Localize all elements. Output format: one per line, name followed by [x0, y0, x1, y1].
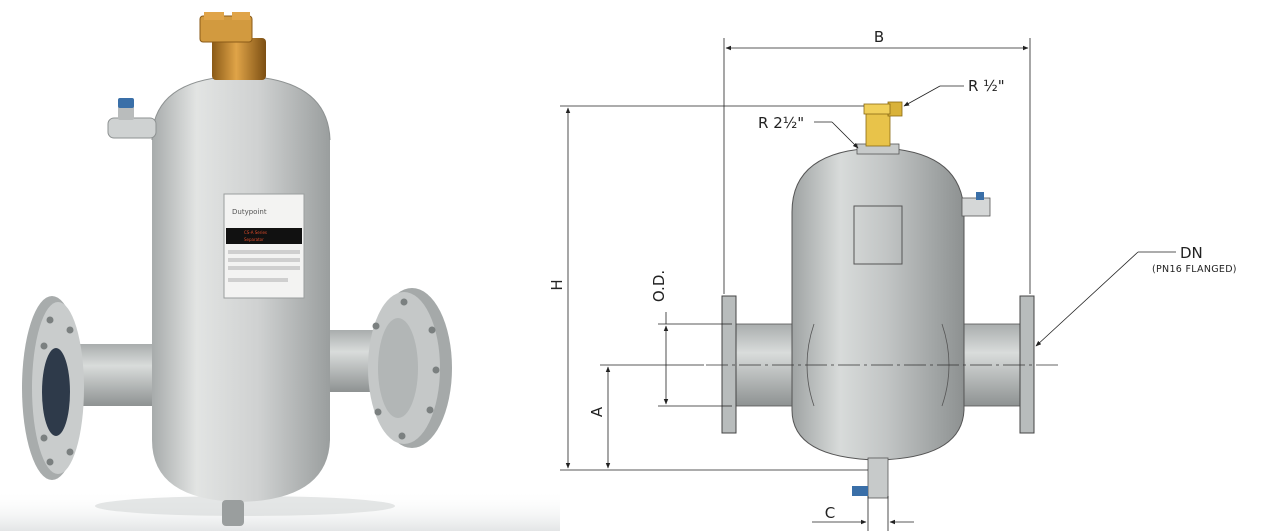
callout-r-two-half: R 2½" [758, 114, 859, 149]
dimension-od: O.D. [650, 270, 732, 407]
drawing-side-valve [961, 192, 991, 217]
callout-r-two-half-label: R 2½" [758, 114, 804, 132]
right-flange [368, 288, 452, 448]
nameplate-band-text-2: Separator [244, 237, 264, 242]
drawing-vessel [791, 147, 965, 461]
nameplate: Dutypoint CS-A Series Separator [223, 193, 305, 299]
dimension-c: C [812, 496, 914, 531]
top-brass-fitting [199, 12, 266, 80]
nameplate-band-text-1: CS-A Series [244, 230, 267, 235]
bottom-drain [222, 500, 244, 526]
dimension-od-label: O.D. [650, 270, 668, 302]
floor-shadow-ellipse [95, 496, 395, 516]
drawing-yellow-fitting [865, 111, 891, 147]
technical-drawing: B H A O.D. C [548, 28, 1237, 531]
drawing-bottom-drain [852, 457, 889, 499]
drawing-left-flange [721, 295, 737, 434]
callout-r-half: R ½" [903, 77, 1005, 107]
dimension-h: H [548, 105, 868, 471]
callout-dn-label: DN [1180, 244, 1203, 262]
product-photo: Dutypoint CS-A Series Separator [0, 12, 560, 531]
dimension-b-label: B [874, 28, 884, 46]
callout-dn-note: (PN16 FLANGED) [1152, 264, 1237, 275]
drawing-right-flange [1019, 295, 1035, 434]
side-valve [107, 98, 157, 139]
left-flange [22, 296, 84, 480]
callout-r-half-label: R ½" [968, 77, 1005, 95]
dimension-a: A [588, 364, 704, 469]
nameplate-brand: Dutypoint [232, 208, 267, 216]
dimension-c-label: C [825, 504, 835, 522]
callout-dn: DN (PN16 FLANGED) [1035, 244, 1237, 347]
dimension-a-label: A [588, 406, 606, 417]
dimension-b: B [723, 28, 1031, 294]
drawing-nameplate [853, 205, 903, 265]
dimension-h-label: H [548, 279, 566, 290]
